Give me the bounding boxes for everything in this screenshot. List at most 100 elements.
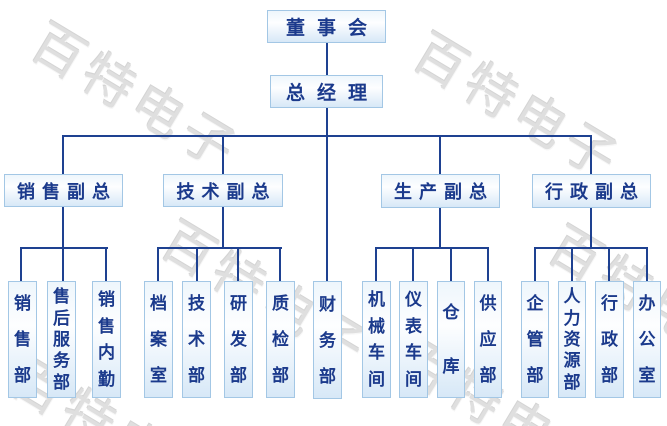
vertical-label-char: 部 <box>526 365 544 385</box>
vertical-label-char: 服 <box>53 329 70 349</box>
vertical-label-char: 务 <box>53 351 70 371</box>
vertical-label-char: 车 <box>368 343 385 363</box>
vertical-label-char: 政 <box>601 329 618 349</box>
org-node-sales-support-dept: 销售内勤 <box>92 281 121 398</box>
vertical-label-char: 间 <box>368 370 385 390</box>
connector-line <box>105 248 107 281</box>
connector-line <box>222 136 224 174</box>
org-node-machinery-workshop: 机械车间 <box>362 281 391 398</box>
vertical-label-char: 仓 <box>442 303 460 323</box>
org-node-office: 办公室 <box>633 281 661 398</box>
vertical-label-char: 检 <box>272 329 289 349</box>
vertical-label-char: 销 <box>98 289 115 309</box>
org-node-warehouse: 仓库 <box>437 281 465 398</box>
connector-line <box>487 248 489 281</box>
vertical-label-char: 售 <box>53 287 70 307</box>
connector-line <box>326 42 328 76</box>
org-node-supply-dept: 供应部 <box>474 281 502 398</box>
vertical-label-char: 务 <box>319 330 336 350</box>
connector-line <box>534 248 536 281</box>
vertical-label-char: 技 <box>188 294 205 314</box>
vertical-label-char: 部 <box>563 372 581 392</box>
vertical-label-char: 部 <box>272 365 289 385</box>
vertical-label-char: 力 <box>563 308 581 328</box>
org-node-aftersales-service-dept: 售后服务部 <box>47 281 76 398</box>
vertical-label-char: 供 <box>479 294 497 314</box>
org-node-vp-tech: 技术副总 <box>163 174 283 207</box>
connector-line <box>375 247 489 249</box>
vertical-label-char: 售 <box>14 329 31 349</box>
vertical-label-char: 部 <box>230 365 247 385</box>
vertical-label-char: 发 <box>230 329 247 349</box>
vertical-label-char: 源 <box>563 351 581 371</box>
connector-line <box>646 248 648 281</box>
vertical-label-char: 间 <box>405 370 422 390</box>
vertical-label-char: 械 <box>368 316 385 336</box>
vertical-label-char: 企 <box>526 294 544 314</box>
connector-line <box>20 248 22 281</box>
connector-line <box>222 207 224 248</box>
org-node-instrument-workshop: 仪表车间 <box>399 281 428 398</box>
connector-line <box>534 247 648 249</box>
vertical-label-char: 库 <box>442 356 460 376</box>
vertical-label-char: 公 <box>638 329 656 349</box>
connector-line <box>375 248 377 281</box>
vertical-label-char: 室 <box>638 365 656 385</box>
connector-line <box>62 207 64 281</box>
org-node-hr-dept: 人力资源部 <box>558 281 586 398</box>
connector-line <box>439 136 441 174</box>
org-node-vp-admin: 行政副总 <box>532 174 651 208</box>
vertical-label-char: 室 <box>150 365 167 385</box>
connector-line <box>62 135 592 137</box>
vertical-label-char: 案 <box>150 329 167 349</box>
vertical-label-char: 勤 <box>98 370 115 390</box>
connector-line <box>157 248 159 281</box>
vertical-label-char: 部 <box>319 366 336 386</box>
vertical-label-char: 部 <box>188 365 205 385</box>
org-node-enterprise-mgmt-dept: 企管部 <box>521 281 549 398</box>
vertical-label-char: 销 <box>14 294 31 314</box>
connector-line <box>20 247 108 249</box>
connector-line <box>62 136 64 174</box>
connector-line <box>608 248 610 281</box>
vertical-label-char: 应 <box>479 329 497 349</box>
vertical-label-char: 术 <box>188 329 205 349</box>
connector-line <box>279 248 281 281</box>
connector-line <box>590 208 592 248</box>
org-node-board: 董事会 <box>267 10 386 43</box>
vertical-label-char: 管 <box>526 329 544 349</box>
vertical-label-char: 部 <box>53 372 70 392</box>
vertical-label-char: 后 <box>53 308 70 328</box>
vertical-label-char: 部 <box>14 365 31 385</box>
vertical-label-char: 行 <box>601 294 618 314</box>
connector-line <box>571 248 573 281</box>
watermark-text: 百特电子 <box>402 24 632 194</box>
connector-line <box>450 248 452 281</box>
connector-line <box>590 136 592 174</box>
org-node-rnd-dept: 研发部 <box>224 281 253 398</box>
vertical-label-char: 研 <box>230 294 247 314</box>
vertical-label-char: 部 <box>601 365 618 385</box>
connector-line <box>439 208 441 248</box>
vertical-label-char: 内 <box>98 343 115 363</box>
vertical-label-char: 质 <box>272 294 289 314</box>
connector-line <box>412 248 414 281</box>
vertical-label-char: 资 <box>563 329 581 349</box>
vertical-label-char: 财 <box>319 294 336 314</box>
org-node-finance-dept: 财务部 <box>313 281 342 399</box>
vertical-label-char: 部 <box>479 365 497 385</box>
vertical-label-char: 人 <box>563 287 581 307</box>
vertical-label-char: 车 <box>405 343 422 363</box>
org-node-qc-dept: 质检部 <box>266 281 295 398</box>
vertical-label-char: 办 <box>638 294 656 314</box>
vertical-label-char: 仪 <box>405 289 422 309</box>
org-node-vp-production: 生产副总 <box>381 174 500 208</box>
org-node-archive-room: 档案室 <box>144 281 173 398</box>
org-node-tech-dept: 技术部 <box>182 281 211 398</box>
vertical-label-char: 表 <box>405 316 422 336</box>
org-node-admin-dept: 行政部 <box>595 281 624 398</box>
vertical-label-char: 售 <box>98 316 115 336</box>
connector-line <box>196 248 198 281</box>
connector-line <box>157 247 282 249</box>
